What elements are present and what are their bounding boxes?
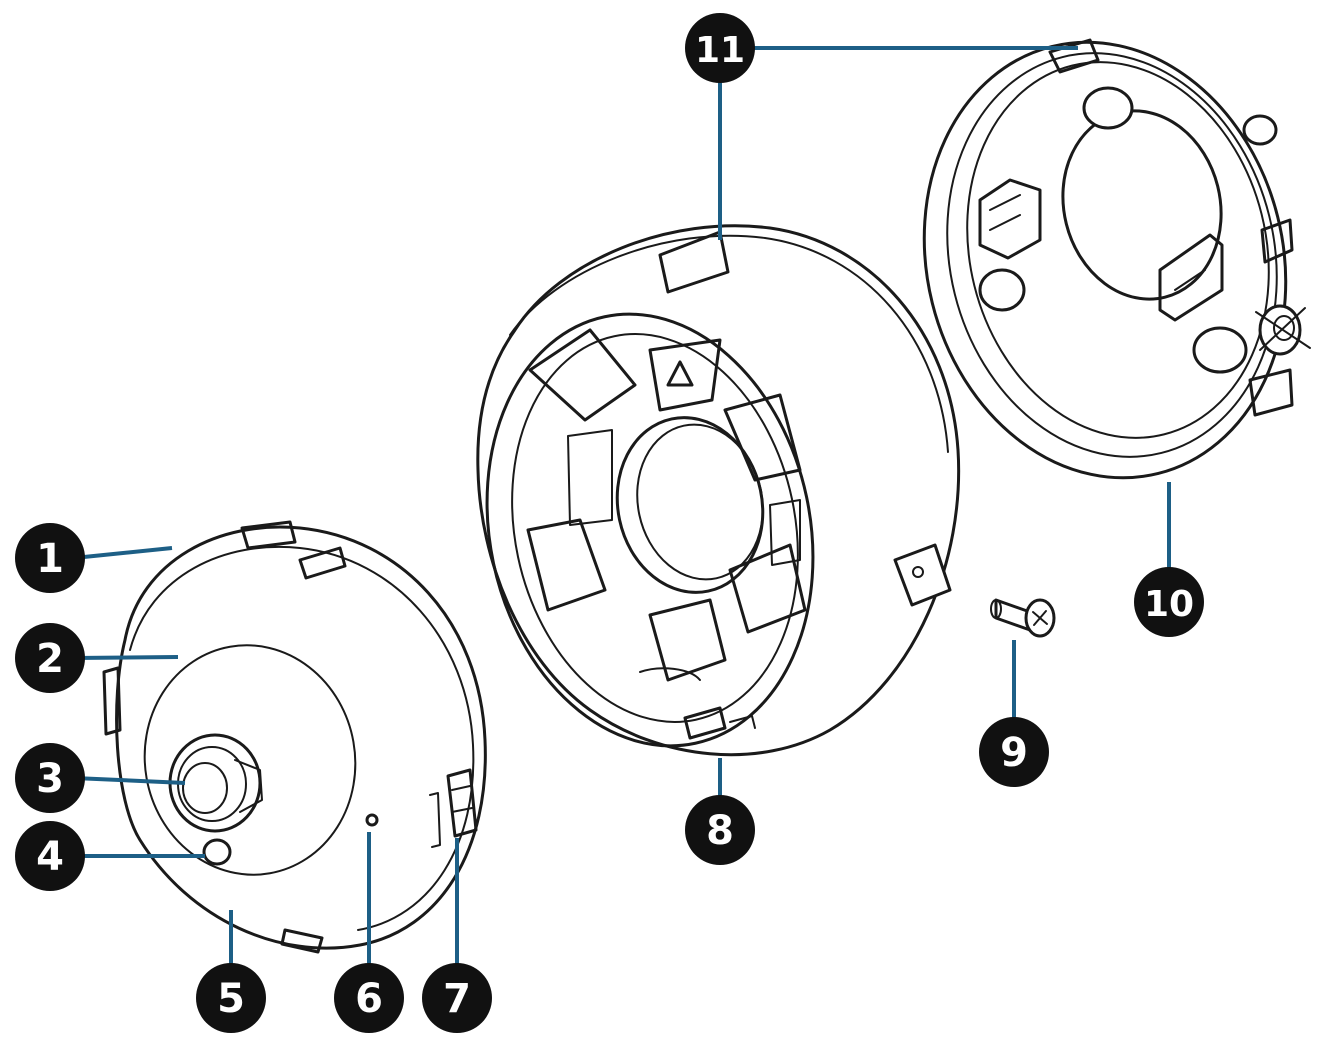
callout-11-label: 11 [695,30,745,71]
callout-3-label: 3 [36,756,64,802]
screw-illustration [990,598,1056,638]
callout-7-label: 7 [443,976,471,1022]
callout-9: 9 [979,717,1049,787]
callout-2-label: 2 [36,636,64,682]
callout-3: 3 [15,743,85,813]
callout-8-label: 8 [706,808,734,854]
callout-6: 6 [334,963,404,1033]
callout-8: 8 [685,795,755,865]
callout-4: 4 [15,821,85,891]
callout-5-label: 5 [217,976,245,1022]
leader-lines [73,46,1171,978]
callout-1: 1 [15,523,85,593]
callout-9-label: 9 [1000,730,1028,776]
callout-7: 7 [422,963,492,1033]
callout-1-label: 1 [36,536,64,582]
mounting-ring-illustration [476,224,961,757]
callout-6-label: 6 [355,976,383,1022]
callout-10: 10 [1134,567,1204,637]
callout-4-label: 4 [36,834,64,880]
callout-11: 11 [685,13,755,83]
callout-5: 5 [196,963,266,1033]
callout-10-label: 10 [1144,584,1194,625]
mounting-plate-illustration [922,38,1311,480]
callout-2: 2 [15,623,85,693]
camera-body-illustration [102,520,487,954]
